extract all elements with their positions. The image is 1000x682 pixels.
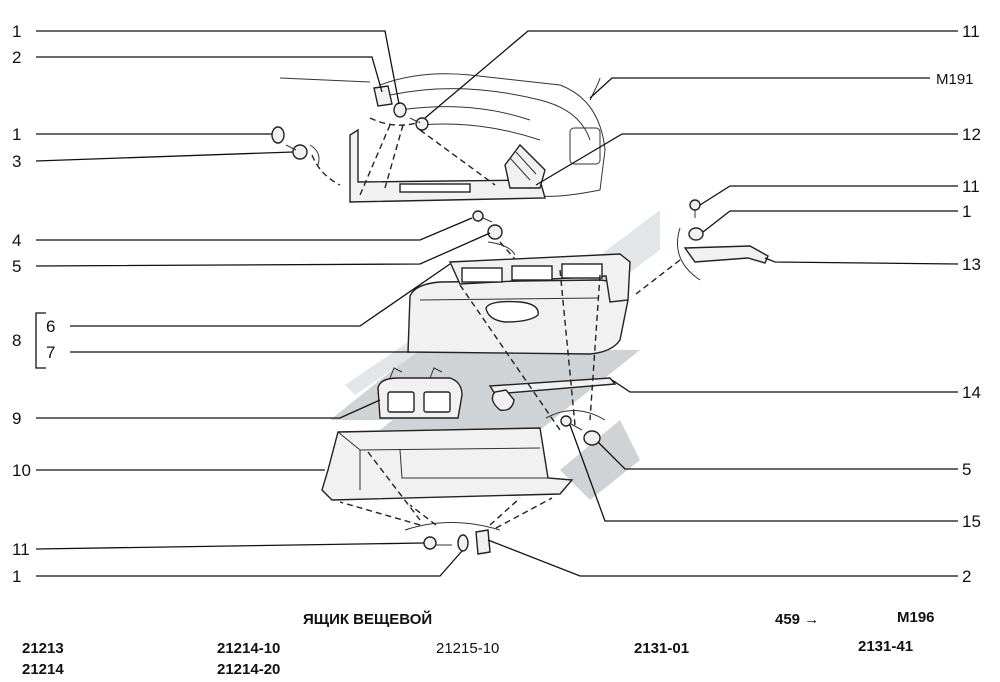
callout-4: 4 (12, 231, 21, 250)
callout-5-left: 5 (12, 257, 21, 276)
callout-11-top: 11 (962, 22, 980, 41)
model-21214: 21214 (22, 661, 64, 678)
callout-2-top: 2 (12, 48, 21, 67)
glovebox-bracket (349, 128, 546, 203)
callout-14: 14 (962, 383, 981, 402)
callout-1-top: 1 (12, 22, 21, 41)
leader-lines-right (424, 30, 959, 577)
top-fasteners (271, 85, 429, 160)
callout-1-left: 1 (12, 125, 21, 144)
right-hinge-parts (683, 199, 769, 264)
bottom-fasteners (423, 529, 491, 555)
model-2131-01: 2131-01 (634, 640, 690, 657)
dashboard-outline (279, 73, 606, 197)
model-21214-20: 21214-20 (217, 661, 281, 678)
callout-2-bottom: 2 (962, 567, 971, 586)
callout-9: 9 (12, 409, 21, 428)
callout-m191: M191 (936, 71, 974, 88)
callout-11-right: 11 (962, 177, 980, 196)
callout-15: 15 (962, 512, 981, 531)
callout-13: 13 (962, 255, 981, 274)
lid-rod (488, 377, 617, 411)
callout-8: 8 (12, 331, 21, 350)
fasteners-4-5 (472, 210, 503, 240)
callout-6: 6 (46, 317, 55, 336)
latch-9 (377, 367, 463, 419)
glovebox-lid (407, 253, 631, 355)
model-2131-41: 2131-41 (858, 638, 914, 655)
model-21214-10: 21214-10 (217, 640, 281, 657)
callouts-right: 11 M191 12 11 1 13 14 5 15 2 (936, 22, 981, 586)
model-21215-10: 21215-10 (436, 640, 500, 657)
callout-7: 7 (46, 343, 55, 362)
reference-code: M196 (897, 609, 935, 626)
callout-1-bottom: 1 (12, 567, 21, 586)
fasteners-15-5 (560, 415, 601, 446)
callout-10: 10 (12, 461, 31, 480)
callout-11-bottom: 11 (12, 540, 30, 559)
callouts-left: 1 2 1 3 4 5 8 6 7 9 10 11 1 (12, 22, 55, 586)
callout-3: 3 (12, 152, 21, 171)
glovebox-body (321, 427, 574, 501)
callout-5-right: 5 (962, 460, 971, 479)
model-21213: 21213 (22, 640, 64, 657)
callout-1-right: 1 (962, 202, 971, 221)
reference-page: 459 → (775, 611, 819, 628)
diagram-title: ЯЩИК ВЕЩЕВОЙ (303, 610, 432, 628)
callout-12: 12 (962, 125, 981, 144)
leader-lines-left (35, 30, 491, 577)
